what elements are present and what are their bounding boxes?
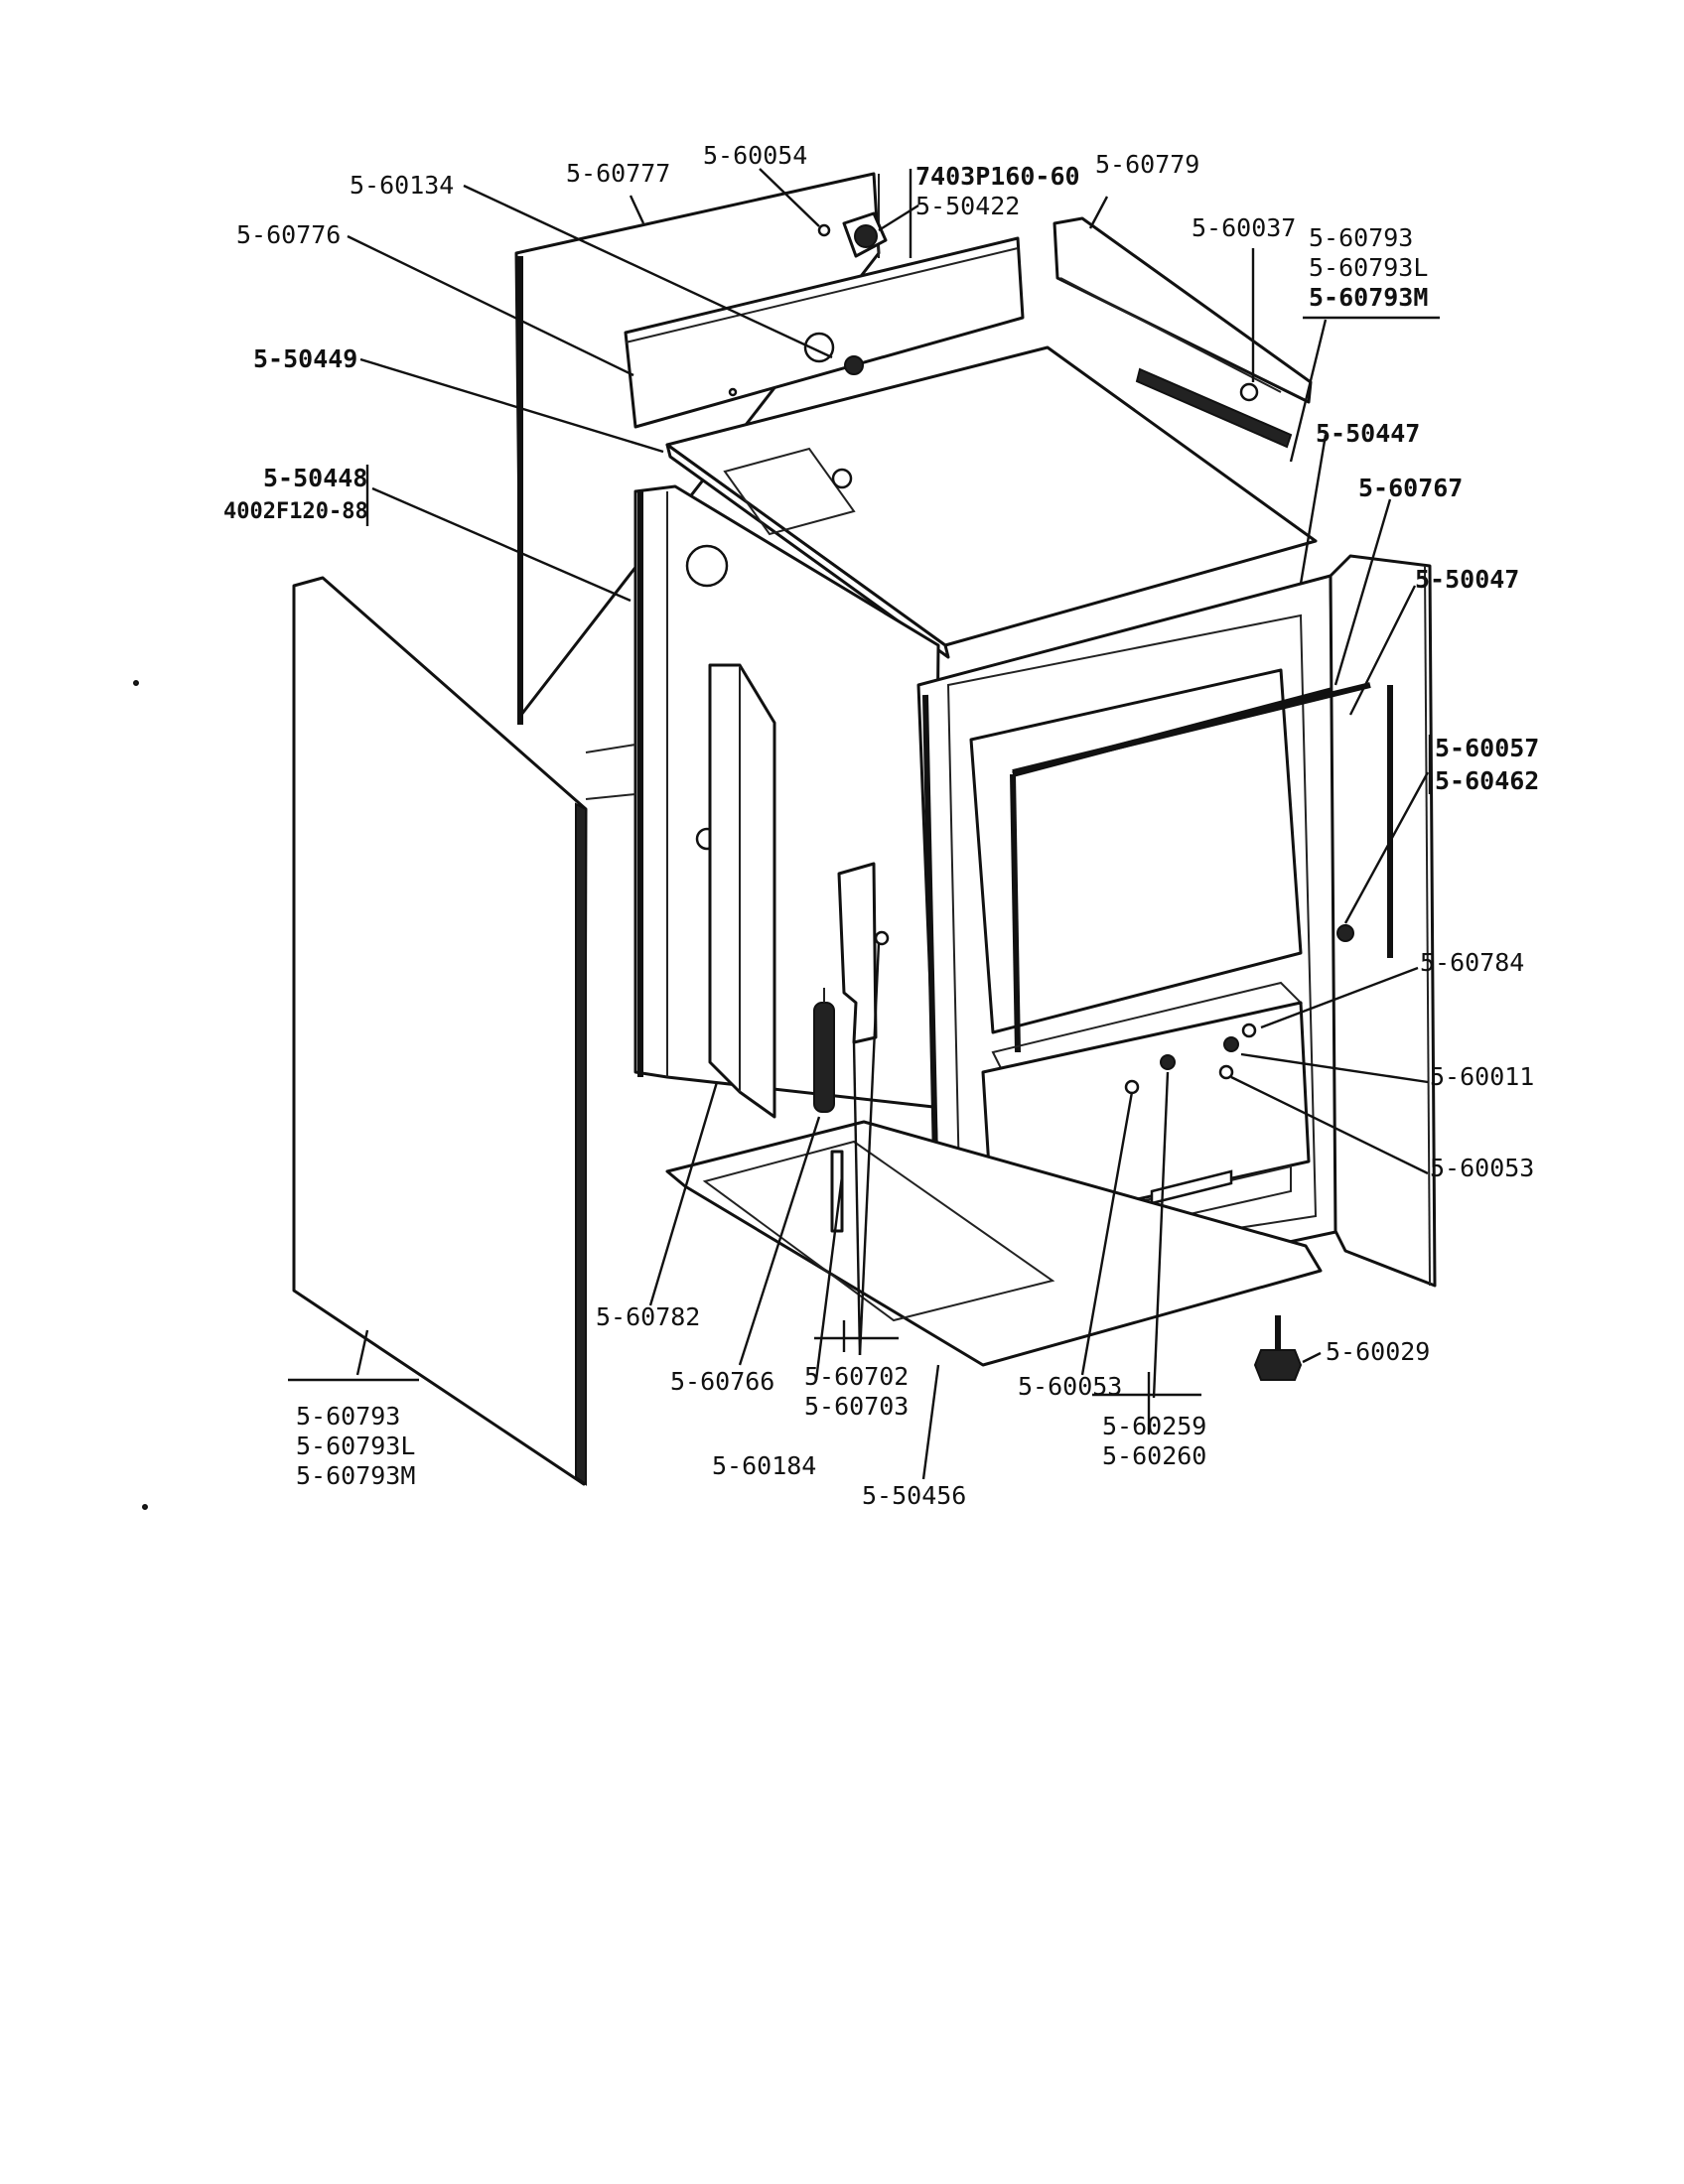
label-5-50456: 5-50456 [862,1481,966,1510]
label-5-60793-bottom: 5-60793 [296,1402,400,1431]
label-5-60037: 5-60037 [1192,213,1296,242]
label-5-60793M-bottom: 5-60793M [296,1461,415,1490]
leveling-leg [1253,1315,1303,1381]
label-5-60260: 5-60260 [1102,1441,1206,1470]
label-4002F120-88: 4002F120-88 [223,499,368,524]
label-5-60784: 5-60784 [1420,948,1524,977]
label-5-60053-right: 5-60053 [1430,1154,1534,1182]
label-5-50449: 5-50449 [253,344,357,373]
label-5-60702: 5-60702 [804,1362,909,1391]
label-5-50422: 5-50422 [915,192,1020,220]
label-5-60793L-top: 5-60793L [1309,253,1428,282]
label-5-60793L-bottom: 5-60793L [296,1432,415,1460]
panel-gap-line [585,793,636,800]
front-hardware [1124,924,1354,1095]
spring-holder [830,1150,844,1233]
label-5-60053-bottom: 5-60053 [1018,1372,1122,1401]
label-5-60054: 5-60054 [703,141,807,170]
top-cover [665,345,1318,659]
right-top-strip [1052,216,1313,449]
left-outer-panel [292,576,588,1486]
label-5-60767: 5-60767 [1358,474,1463,502]
label-5-60779: 5-60779 [1095,150,1199,179]
label-5-60057: 5-60057 [1435,734,1539,762]
gasket-strip [1012,682,1371,775]
label-5-60011: 5-60011 [1430,1062,1534,1091]
label-5-60777: 5-60777 [566,159,670,188]
label-5-60793-top: 5-60793 [1309,223,1413,252]
hinge [837,862,890,1044]
label-5-60029: 5-60029 [1326,1337,1430,1366]
label-5-60703: 5-60703 [804,1392,909,1421]
label-5-60782: 5-60782 [596,1302,700,1331]
label-5-60134: 5-60134 [350,171,454,200]
stray-dot [133,680,139,686]
spring [813,988,835,1113]
rear-top-strip [624,236,1025,429]
label-5-50447: 5-50447 [1316,419,1420,448]
label-5-60776: 5-60776 [236,220,341,249]
part-labels: 5-60134 5-60777 5-60054 7403P160-60 5-50… [223,141,1539,1510]
side-strip [708,663,776,1119]
screw [1239,382,1259,402]
label-5-60462: 5-60462 [1435,766,1539,795]
label-5-60259: 5-60259 [1102,1412,1206,1440]
label-5-60184: 5-60184 [712,1451,816,1480]
label-5-50047: 5-50047 [1415,565,1519,594]
top-fitting [817,211,888,258]
stray-dot [142,1504,148,1510]
label-5-50448: 5-50448 [263,464,367,492]
label-7403P160-60: 7403P160-60 [915,162,1080,191]
label-5-60793M-top: 5-60793M [1309,283,1428,312]
label-5-60766: 5-60766 [670,1367,774,1396]
panel-gap-line [585,744,636,753]
leader-lines [347,168,1430,1480]
right-side-panel [1329,554,1437,1288]
